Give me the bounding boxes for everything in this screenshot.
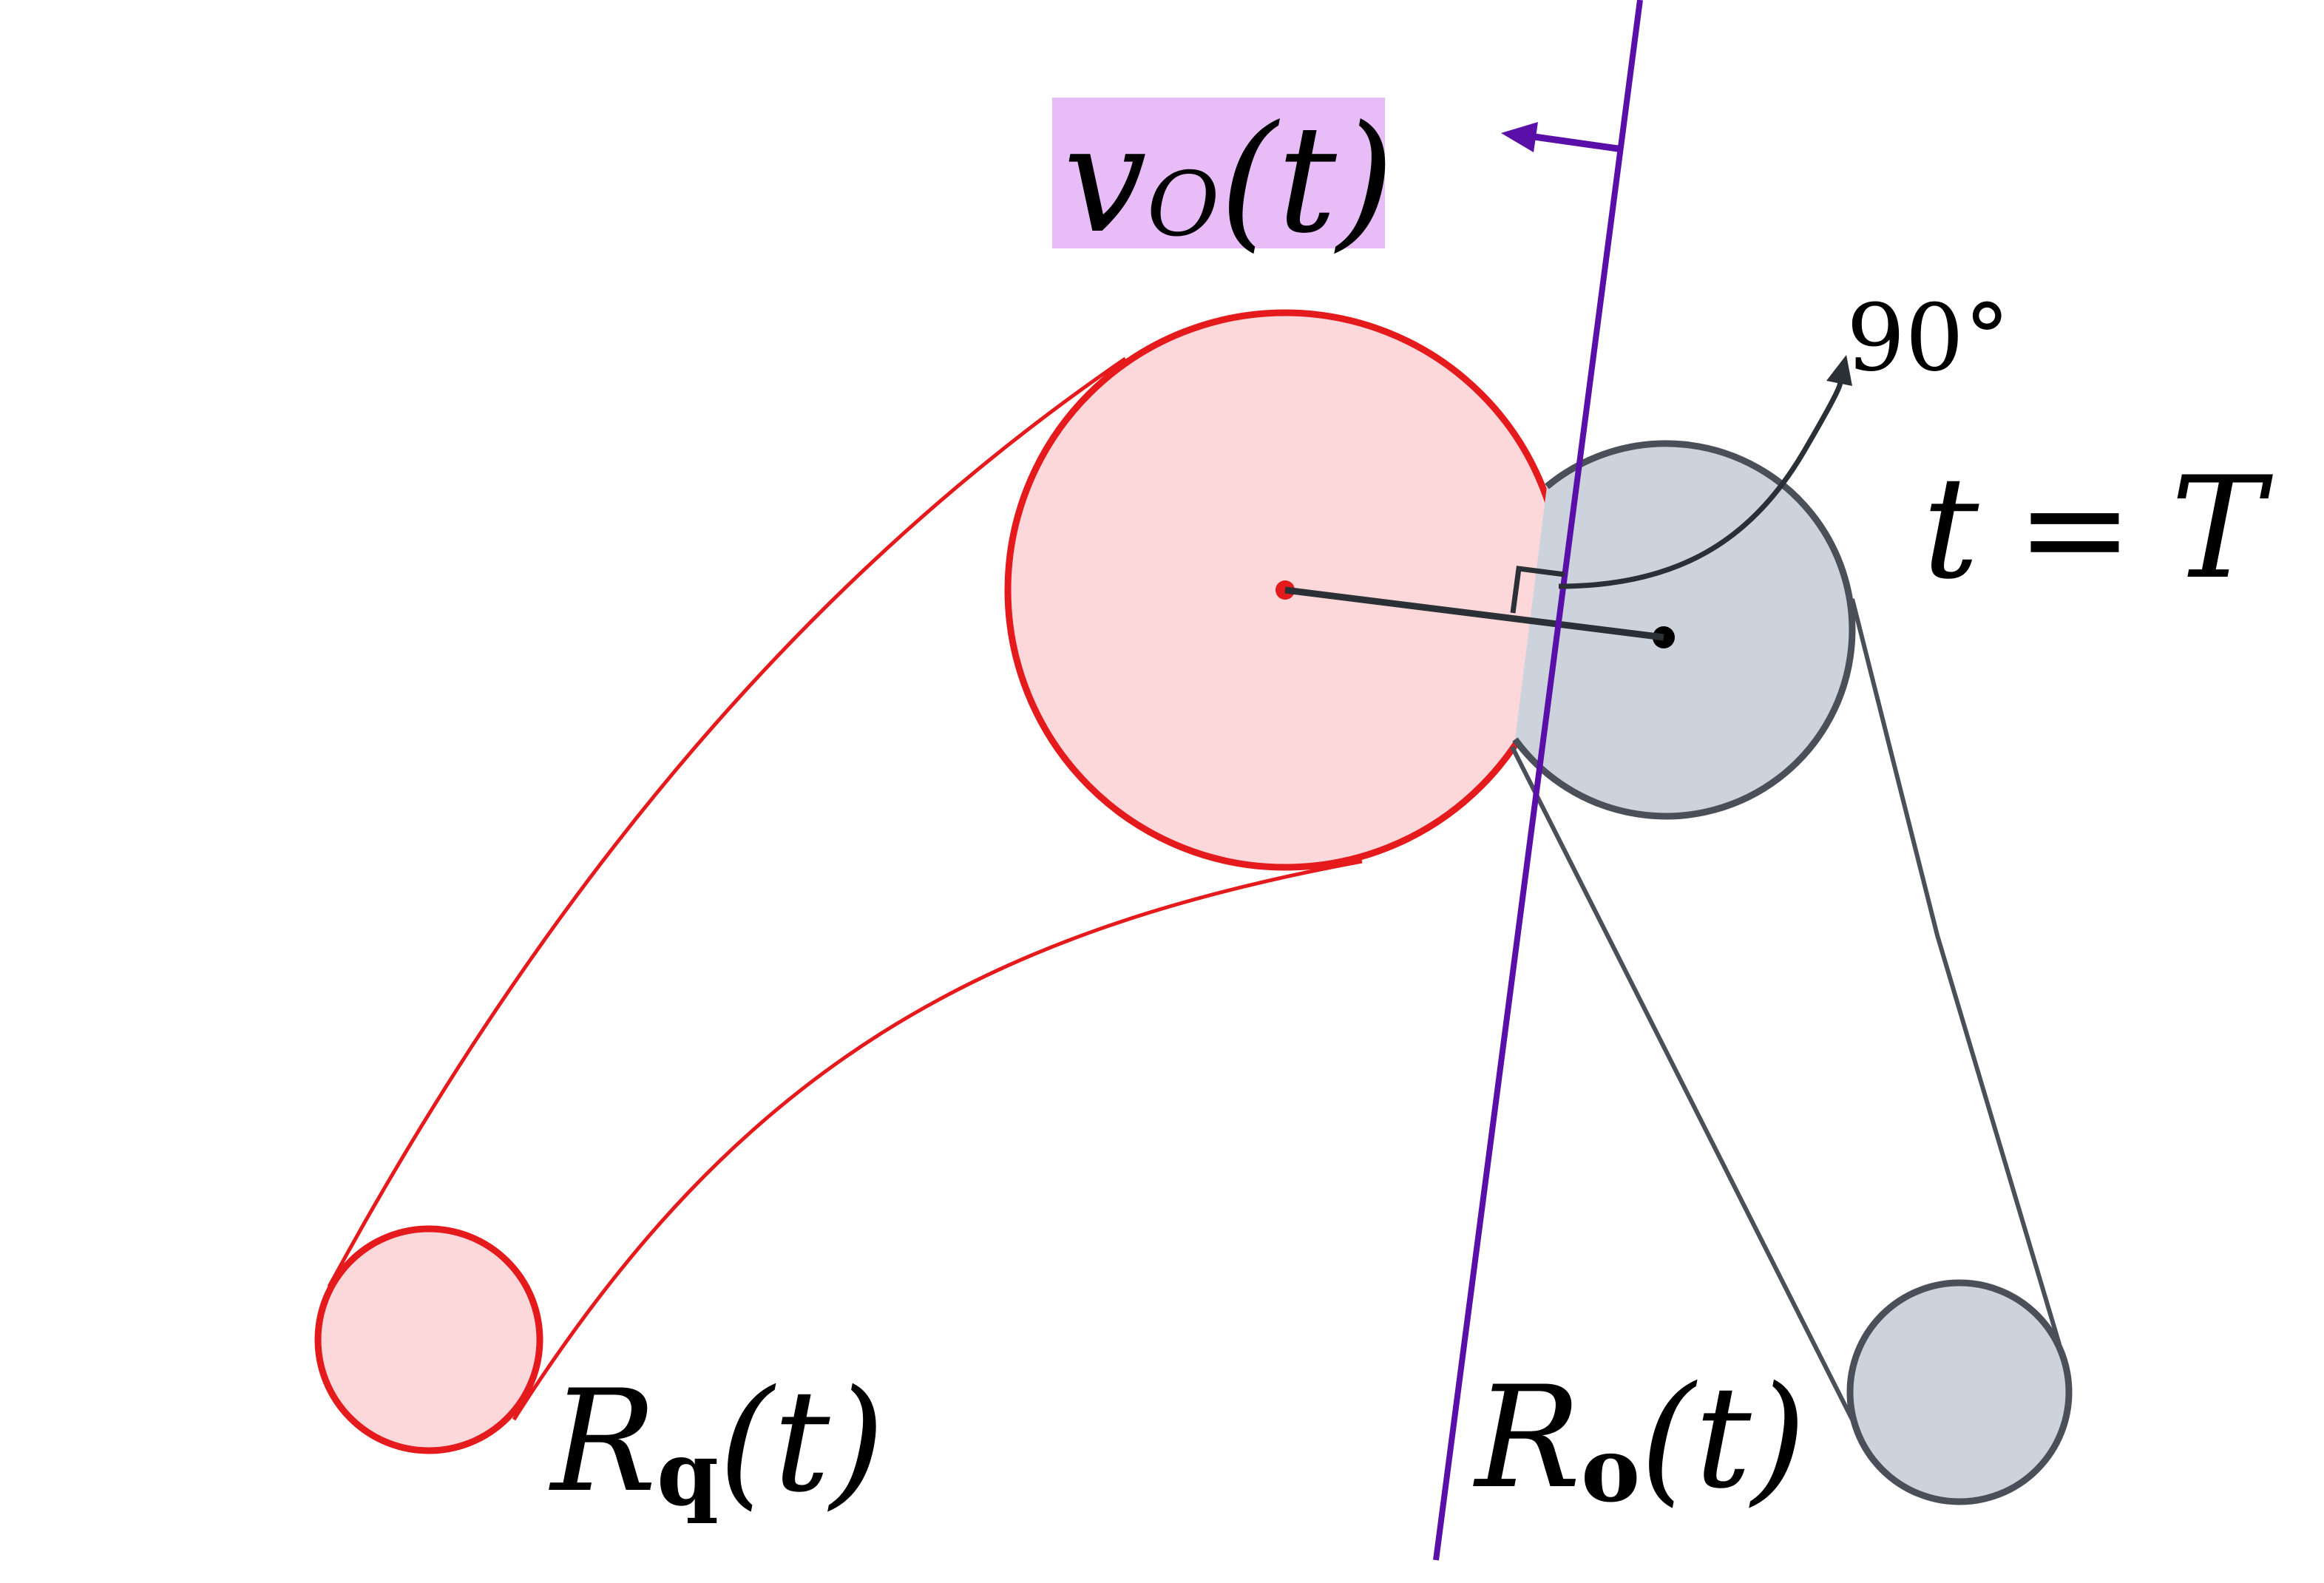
robot-swept-region [314,309,1566,1454]
arrow-left-icon [1501,122,1619,152]
obstacle-region-argument: (t) [1640,1356,1806,1519]
velocity-label-box [1052,98,1385,248]
robot-region-argument: (t) [719,1360,885,1523]
angle-label: 90° [1846,285,2010,392]
obstacle-region-symbol: R [1473,1356,1581,1519]
velocity-label: vO(t) [1063,94,1395,266]
time-lhs: t [1922,447,1979,610]
center-connecting-segment [1284,586,1664,641]
robot-region-symbol: R [549,1360,657,1523]
robot-sweep-lower-edge [512,859,1363,1421]
time-rhs: T [2171,447,2274,610]
obstacle-sweep-left-edge [1510,745,1854,1421]
obstacle-small-disc [1846,1279,2073,1505]
obstacle-region-subscript: o [1581,1418,1640,1522]
robot-small-disc [314,1225,543,1454]
time-eq: = [2016,447,2133,610]
robot-region-label: Rq(t) [549,1360,885,1526]
right-angle-marker-icon [1510,566,1565,614]
velocity-symbol: v [1063,94,1147,266]
obstacle-region-label: Ro(t) [1473,1356,1806,1522]
robot-region-subscript: q [657,1422,719,1526]
velocity-subscript: O [1147,154,1219,257]
obstacle-sweep-right-edge [1850,598,2062,1345]
velocity-argument: (t) [1219,94,1394,266]
obstacle-large-disc [1512,440,1856,820]
curved-arrow-icon [1558,355,1852,589]
obstacle-swept-region [1510,440,2073,1505]
time-label: t=T [1922,447,2274,610]
robot-sweep-upper-edge [327,356,1127,1288]
separating-plane-line [1433,0,1643,1561]
